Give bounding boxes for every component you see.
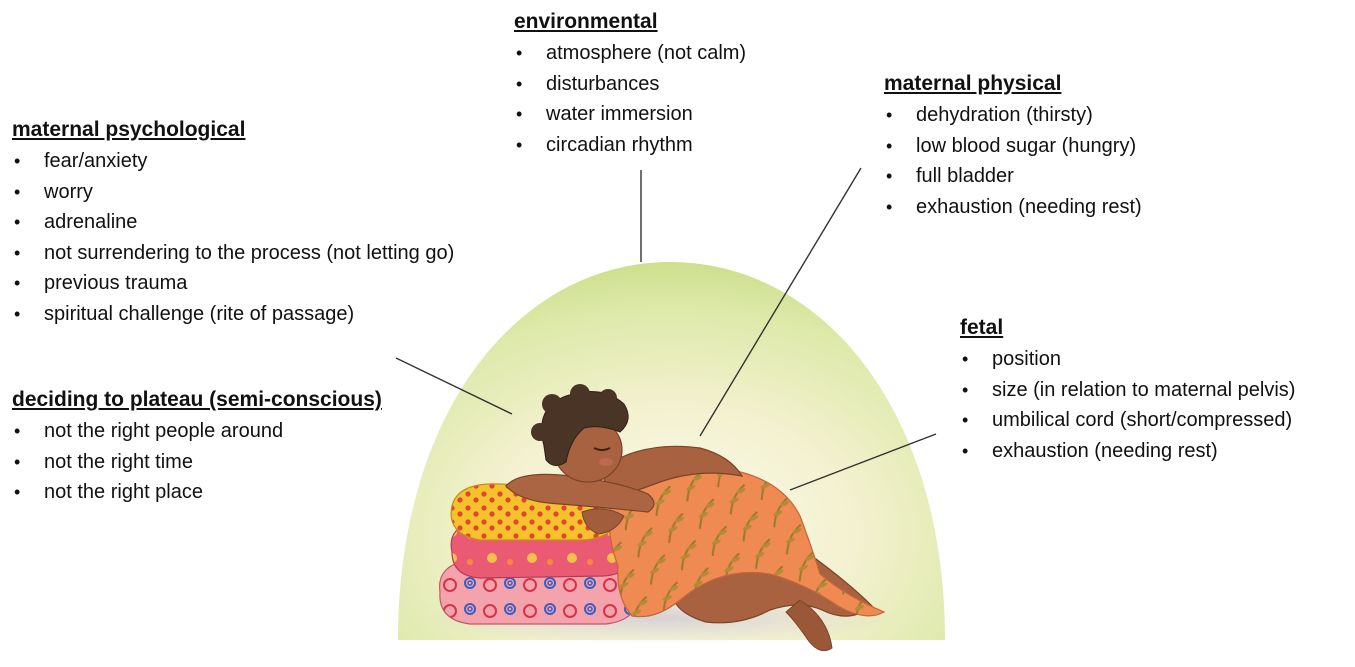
list-item: exhaustion (needing rest): [960, 436, 1295, 467]
factor-list: fear/anxiety worry adrenaline not surren…: [12, 146, 454, 329]
factor-list: position size (in relation to maternal p…: [960, 344, 1295, 466]
list-item: fear/anxiety: [12, 146, 454, 177]
list-item: water immersion: [514, 99, 746, 130]
group-deciding-to-plateau: deciding to plateau (semi-conscious) not…: [12, 386, 382, 508]
list-item: disturbances: [514, 69, 746, 100]
list-item: circadian rhythm: [514, 130, 746, 161]
list-item: low blood sugar (hungry): [884, 131, 1142, 162]
group-environmental: environmental atmosphere (not calm) dist…: [514, 8, 746, 160]
list-item: previous trauma: [12, 268, 454, 299]
list-item: full bladder: [884, 161, 1142, 192]
list-item: position: [960, 344, 1295, 375]
group-maternal-physical: maternal physical dehydration (thirsty) …: [884, 70, 1142, 222]
list-item: exhaustion (needing rest): [884, 192, 1142, 223]
group-heading: maternal physical: [884, 70, 1142, 98]
group-heading: fetal: [960, 314, 1295, 342]
cheek-blush: [599, 458, 613, 466]
factor-list: atmosphere (not calm) disturbances water…: [514, 38, 746, 160]
list-item: spiritual challenge (rite of passage): [12, 299, 454, 330]
group-maternal-psychological: maternal psychological fear/anxiety worr…: [12, 116, 454, 329]
group-heading: deciding to plateau (semi-conscious): [12, 386, 382, 414]
list-item: not the right time: [12, 447, 382, 478]
list-item: dehydration (thirsty): [884, 100, 1142, 131]
list-item: size (in relation to maternal pelvis): [960, 375, 1295, 406]
list-item: umbilical cord (short/compressed): [960, 405, 1295, 436]
list-item: not the right people around: [12, 416, 382, 447]
list-item: not surrendering to the process (not let…: [12, 238, 454, 269]
list-item: worry: [12, 177, 454, 208]
group-heading: maternal psychological: [12, 116, 454, 144]
group-fetal: fetal position size (in relation to mate…: [960, 314, 1295, 466]
group-heading: environmental: [514, 8, 746, 36]
list-item: not the right place: [12, 477, 382, 508]
list-item: adrenaline: [12, 207, 454, 238]
factor-list: dehydration (thirsty) low blood sugar (h…: [884, 100, 1142, 222]
factor-list: not the right people around not the righ…: [12, 416, 382, 508]
list-item: atmosphere (not calm): [514, 38, 746, 69]
